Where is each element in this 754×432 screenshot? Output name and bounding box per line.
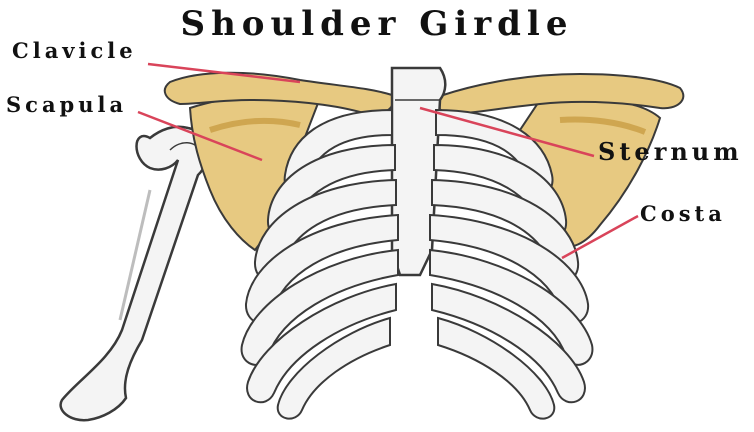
sternum-label: Sternum bbox=[598, 137, 743, 166]
clavicle-label: Clavicle bbox=[12, 38, 137, 63]
sternum-shape bbox=[392, 68, 445, 275]
scapula-label: Scapula bbox=[6, 92, 127, 117]
humerus-bone bbox=[61, 127, 208, 420]
costa-label: Costa bbox=[640, 201, 726, 226]
